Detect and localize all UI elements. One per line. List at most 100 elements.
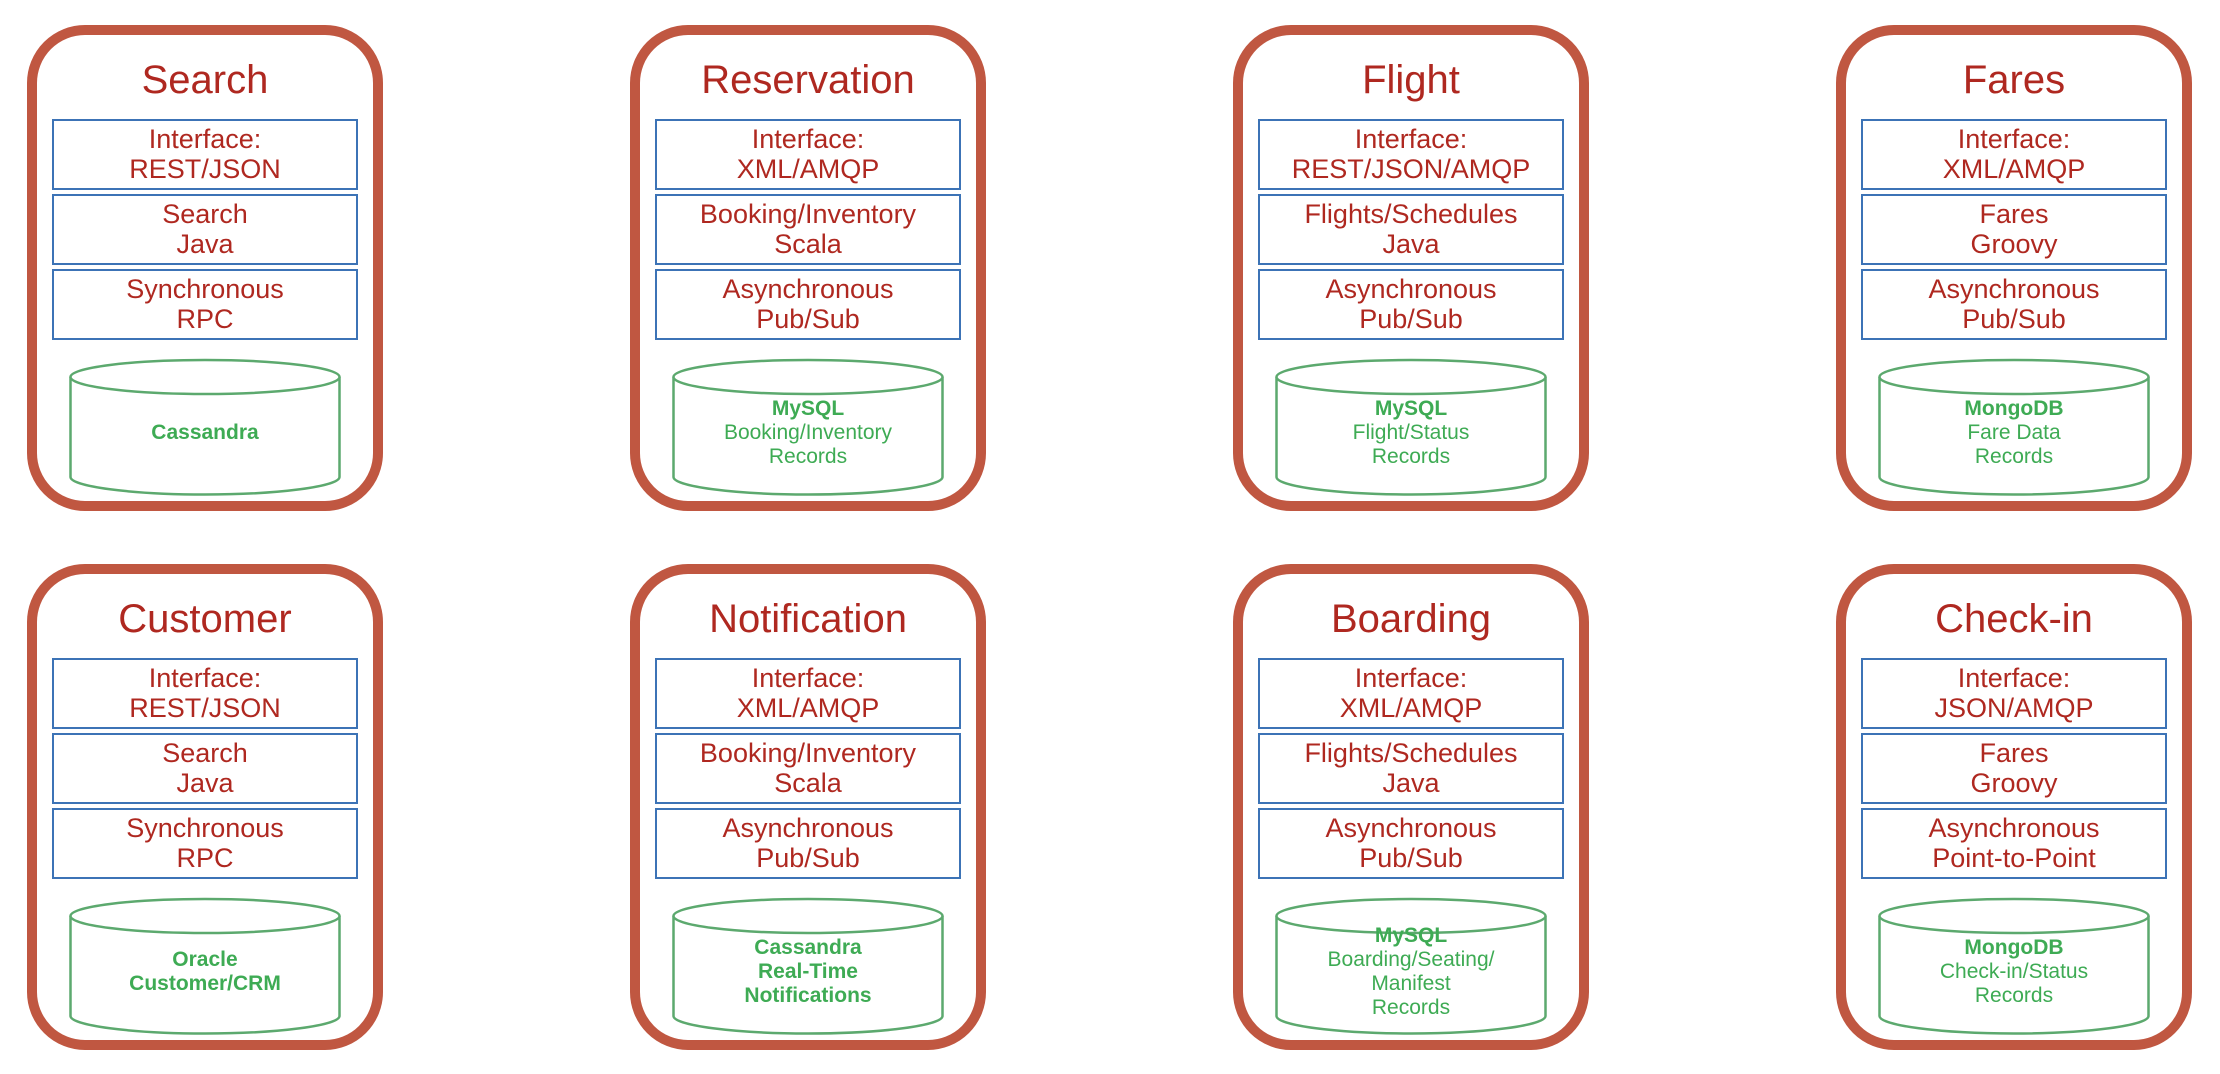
service-card-fares: Fares Interface: XML/AMQP Fares Groovy A…: [1836, 25, 2192, 511]
box-line: Interface:: [751, 124, 865, 154]
database-label: MySQL Flight/Status Records: [1273, 358, 1549, 496]
database-label: Cassandra Real-Time Notifications: [670, 897, 946, 1035]
box-line: Scala: [774, 229, 842, 259]
database-cylinder-icon: [672, 897, 944, 1035]
service-title: Notification: [709, 597, 907, 641]
communication-box: Asynchronous Point-to-Point: [1861, 808, 2167, 879]
component-box: Booking/Inventory Scala: [655, 194, 961, 265]
interface-box: Interface: XML/AMQP: [1861, 119, 2167, 190]
database-label: MySQL Booking/Inventory Records: [670, 358, 946, 496]
db-detail: Booking/Inventory: [723, 421, 893, 444]
service-card-boarding: Boarding Interface: XML/AMQP Flights/Sch…: [1233, 564, 1589, 1050]
box-line: Flights/Schedules: [1304, 738, 1518, 768]
box-line: Interface:: [1354, 663, 1468, 693]
database-label: Cassandra: [67, 358, 343, 496]
box-line: Pub/Sub: [1359, 843, 1463, 873]
service-card-notification: Notification Interface: XML/AMQP Booking…: [630, 564, 986, 1050]
component-box: Fares Groovy: [1861, 194, 2167, 265]
db-detail: Manifest: [1371, 972, 1451, 995]
component-box: Search Java: [52, 194, 358, 265]
box-line: Flights/Schedules: [1304, 199, 1518, 229]
service-card-search: Search Interface: REST/JSON Search Java …: [27, 25, 383, 511]
database-cylinder: Oracle Customer/CRM: [67, 897, 343, 1035]
service-title: Flight: [1362, 58, 1460, 102]
box-line: REST/JSON: [129, 693, 281, 723]
box-line: Pub/Sub: [756, 843, 860, 873]
db-detail: Check-in/Status: [1939, 960, 2089, 983]
db-name: MySQL: [1374, 924, 1448, 947]
communication-box: Asynchronous Pub/Sub: [1861, 269, 2167, 340]
db-name: Cassandra: [151, 421, 259, 444]
box-line: Java: [1382, 229, 1440, 259]
interface-box: Interface: REST/JSON/AMQP: [1258, 119, 1564, 190]
service-title: Boarding: [1330, 597, 1492, 641]
database-cylinder-icon: [672, 358, 944, 496]
box-line: Java: [176, 768, 234, 798]
box-line: REST/JSON: [129, 154, 281, 184]
box-line: Synchronous: [126, 813, 284, 843]
box-line: Interface:: [148, 663, 262, 693]
box-line: XML/AMQP: [736, 154, 880, 184]
box-line: Pub/Sub: [1962, 304, 2066, 334]
component-box: Search Java: [52, 733, 358, 804]
db-detail: Records: [1371, 445, 1451, 468]
service-title: Check-in: [1935, 597, 2093, 641]
communication-box: Synchronous RPC: [52, 808, 358, 879]
box-line: XML/AMQP: [1942, 154, 2086, 184]
box-line: Interface:: [751, 663, 865, 693]
communication-box: Asynchronous Pub/Sub: [655, 808, 961, 879]
box-line: Java: [176, 229, 234, 259]
service-title: Customer: [118, 597, 292, 641]
db-name: MongoDB: [1964, 397, 2064, 420]
box-line: RPC: [176, 304, 234, 334]
database-label: Oracle Customer/CRM: [67, 897, 343, 1035]
communication-box: Asynchronous Pub/Sub: [655, 269, 961, 340]
box-line: Asynchronous: [722, 274, 894, 304]
database-cylinder-icon: [1878, 897, 2150, 1035]
box-line: Booking/Inventory: [699, 738, 917, 768]
box-line: Groovy: [1970, 768, 2058, 798]
database-cylinder: Cassandra: [67, 358, 343, 496]
box-line: Booking/Inventory: [699, 199, 917, 229]
communication-box: Synchronous RPC: [52, 269, 358, 340]
microservices-diagram: Search Interface: REST/JSON Search Java …: [27, 25, 2192, 1050]
db-detail: Records: [1974, 984, 2054, 1007]
database-cylinder: MongoDB Check-in/Status Records: [1876, 897, 2152, 1035]
box-line: JSON/AMQP: [1934, 693, 2094, 723]
box-line: Scala: [774, 768, 842, 798]
database-cylinder: MongoDB Fare Data Records: [1876, 358, 2152, 496]
box-line: Search: [162, 199, 248, 229]
db-name: Oracle: [172, 948, 238, 971]
service-card-flight: Flight Interface: REST/JSON/AMQP Flights…: [1233, 25, 1589, 511]
interface-box: Interface: JSON/AMQP: [1861, 658, 2167, 729]
database-cylinder: MySQL Boarding/Seating/ Manifest Records: [1273, 897, 1549, 1035]
interface-box: Interface: XML/AMQP: [655, 119, 961, 190]
database-cylinder-icon: [1275, 897, 1547, 1035]
db-name: MySQL: [1374, 397, 1448, 420]
box-line: Interface:: [1957, 663, 2071, 693]
service-title: Search: [141, 58, 269, 102]
box-line: Asynchronous: [1325, 813, 1497, 843]
database-cylinder-icon: [1275, 358, 1547, 496]
component-box: Flights/Schedules Java: [1258, 194, 1564, 265]
box-line: Interface:: [1354, 124, 1468, 154]
box-line: REST/JSON/AMQP: [1291, 154, 1531, 184]
database-cylinder: MySQL Booking/Inventory Records: [670, 358, 946, 496]
database-cylinder-icon: [69, 358, 341, 496]
db-detail: Notifications: [744, 984, 872, 1007]
interface-box: Interface: REST/JSON: [52, 658, 358, 729]
box-line: Point-to-Point: [1932, 843, 2096, 873]
database-cylinder-icon: [1878, 358, 2150, 496]
component-box: Booking/Inventory Scala: [655, 733, 961, 804]
box-line: RPC: [176, 843, 234, 873]
box-line: Interface:: [148, 124, 262, 154]
database-cylinder-icon: [69, 897, 341, 1035]
database-cylinder: Cassandra Real-Time Notifications: [670, 897, 946, 1035]
component-box: Flights/Schedules Java: [1258, 733, 1564, 804]
db-name: Cassandra: [754, 936, 862, 959]
box-line: Asynchronous: [1928, 813, 2100, 843]
db-detail: Records: [768, 445, 848, 468]
database-label: MongoDB Fare Data Records: [1876, 358, 2152, 496]
box-line: Fares: [1979, 199, 2049, 229]
component-box: Fares Groovy: [1861, 733, 2167, 804]
